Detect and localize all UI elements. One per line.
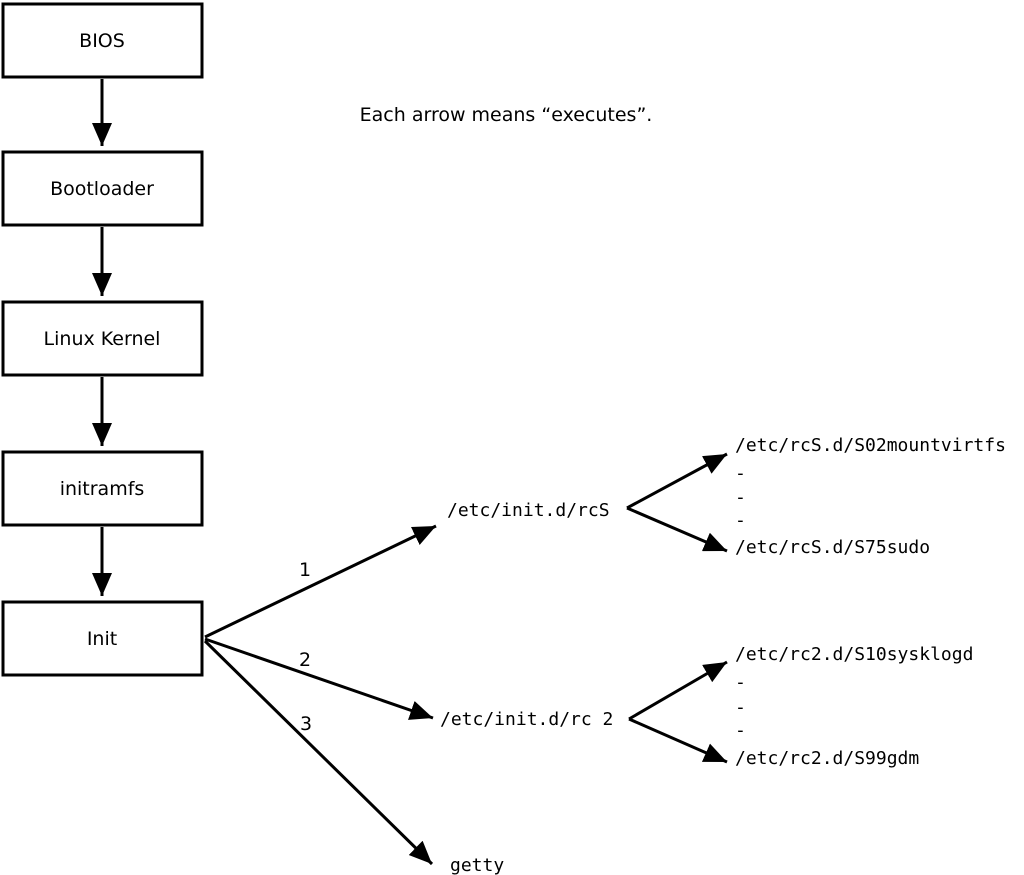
- arrow-init-to-getty: [203, 639, 434, 866]
- init-box-label: Init: [87, 628, 117, 650]
- arrow-rc2-to-s99gdm: [628, 717, 728, 764]
- initramfs-box-rect: [1, 450, 204, 527]
- box-initramfs: initramfs: [1, 450, 204, 527]
- init-branch-rcs: 1 /etc/init.d/rcS /etc/rcS.d/S02mountvir…: [204, 435, 1006, 639]
- rc2-script-label: /etc/init.d/rc 2: [440, 709, 613, 730]
- bootloader-box-label: Bootloader: [50, 178, 154, 200]
- linux-kernel-box-label: Linux Kernel: [44, 328, 161, 350]
- arrow-rc2-to-s10sysklogd: [628, 660, 728, 721]
- init-branch-getty: 3 getty: [203, 639, 504, 875]
- box-bios: BIOS: [1, 2, 204, 79]
- arrow-rcs-to-s75sudo: [626, 506, 728, 553]
- branch-3-number-label: 3: [300, 713, 312, 735]
- box-bootloader: Bootloader: [1, 150, 204, 227]
- box-init: Init: [1, 600, 204, 677]
- rcs-script-label: /etc/init.d/rcS: [447, 500, 610, 521]
- linux-kernel-box-rect: [1, 300, 204, 377]
- rc2-child-s99gdm-label: /etc/rc2.d/S99gdm: [735, 748, 919, 769]
- arrow-init-to-rc2: [204, 637, 434, 720]
- rc2-child-dash-2: -: [735, 697, 746, 718]
- bootloader-box-rect: [1, 150, 204, 227]
- arrow-init-to-rcs: [204, 524, 437, 639]
- branch-1-number-label: 1: [299, 559, 311, 581]
- rcs-child-dash-1: -: [735, 463, 746, 484]
- rc2-child-dash-1: -: [735, 672, 746, 693]
- arrow-rcs-to-s02mountvirtfs: [626, 452, 728, 510]
- initramfs-box-label: initramfs: [60, 478, 145, 500]
- rcs-child-s75sudo-label: /etc/rcS.d/S75sudo: [735, 537, 930, 558]
- init-branch-rc2: 2 /etc/init.d/rc 2 /etc/rc2.d/S10sysklog…: [204, 637, 973, 769]
- bios-box-label: BIOS: [79, 30, 125, 52]
- branch-2-number-label: 2: [299, 649, 311, 671]
- bios-box-rect: [1, 2, 204, 79]
- rcs-child-dash-3: -: [735, 510, 746, 531]
- rcs-child-dash-2: -: [735, 487, 746, 508]
- legend-note: Each arrow means “executes”.: [360, 104, 653, 126]
- getty-label: getty: [450, 855, 504, 875]
- init-box-rect: [1, 600, 204, 677]
- rc2-child-dash-3: -: [735, 720, 746, 741]
- box-linux-kernel: Linux Kernel: [1, 300, 204, 377]
- rc2-child-s10sysklogd-label: /etc/rc2.d/S10sysklogd: [735, 644, 973, 665]
- rcs-child-s02mountvirtfs-label: /etc/rcS.d/S02mountvirtfs: [735, 435, 1006, 456]
